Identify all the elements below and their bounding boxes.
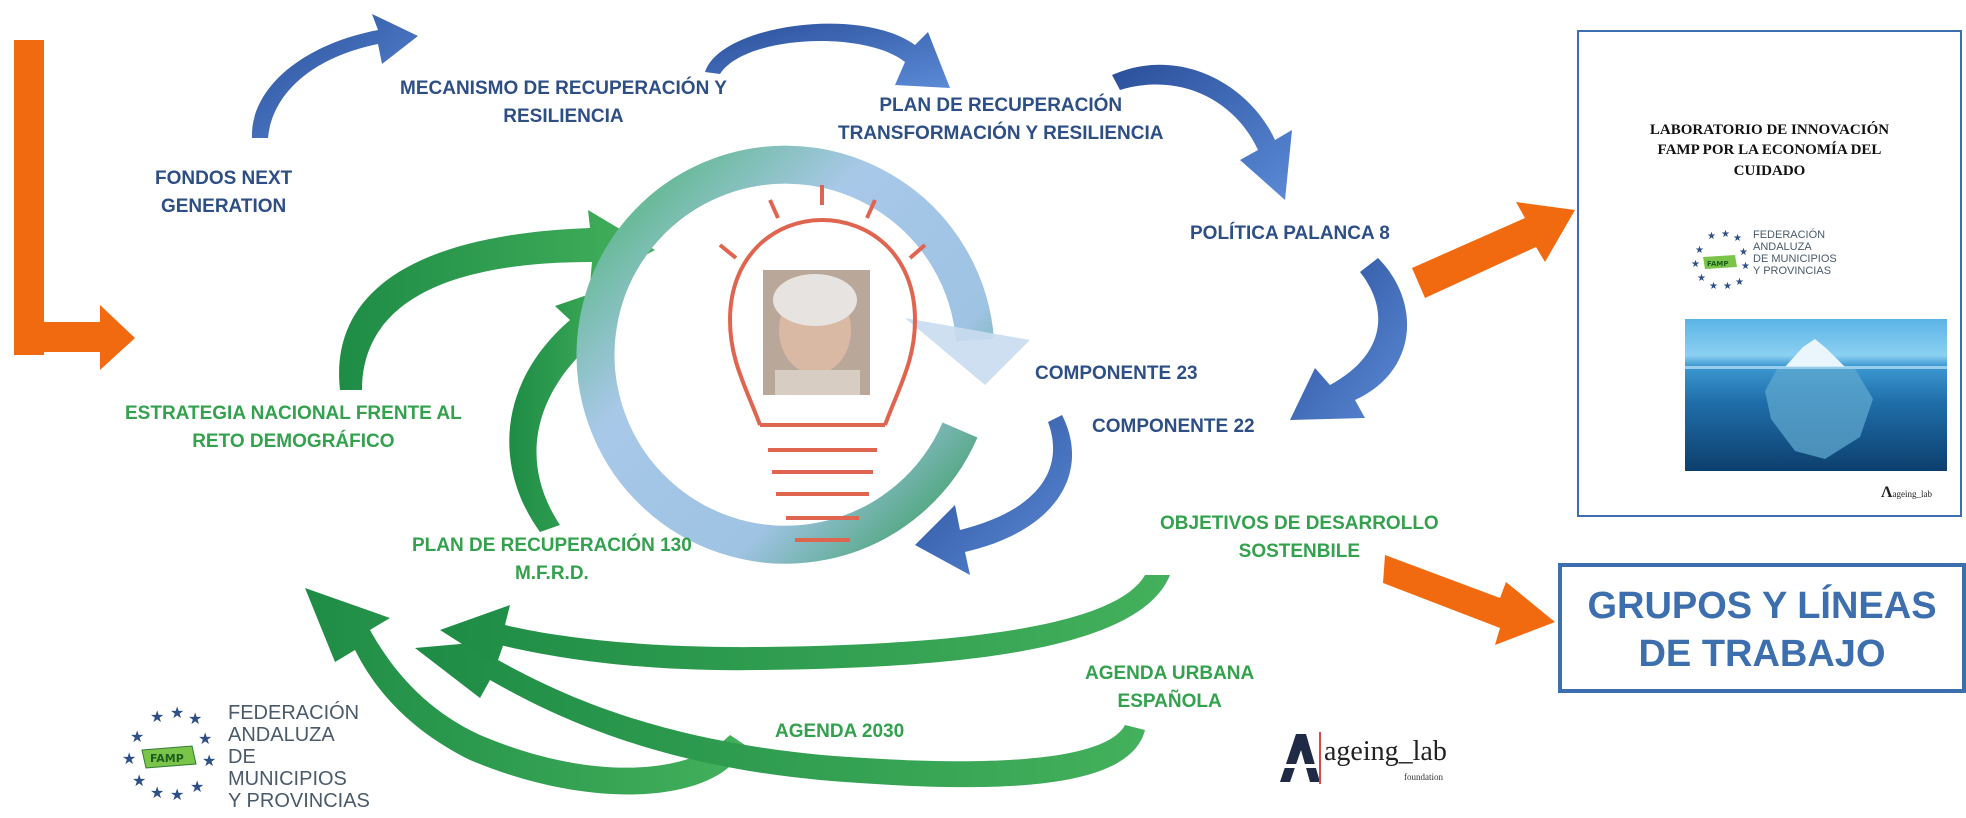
label-plan-130: PLAN DE RECUPERACIÓN 130 M.F.R.D. — [412, 532, 692, 587]
famp-logo-text: FEDERACIÓN ANDALUZA DE MUNICIPIOS Y PROV… — [228, 702, 370, 812]
svg-text:★: ★ — [150, 707, 164, 726]
arrow-fondos-to-mecanismo — [251, 14, 418, 138]
label-line: RETO DEMOGRÁFICO — [192, 430, 395, 452]
label-line: ESPAÑOLA — [1117, 690, 1222, 712]
svg-text:★: ★ — [1709, 281, 1718, 291]
document-title: LABORATORIO DE INNOVACIÓN FAMP POR LA EC… — [1579, 120, 1960, 181]
label-plan-recuperacion: PLAN DE RECUPERACIÓN TRANSFORMACIÓN Y RE… — [838, 92, 1164, 147]
document-famp-stars-icon: ★★★ ★★ ★★ ★★★★ FAMP — [1691, 229, 1749, 291]
svg-text:★: ★ — [190, 777, 204, 796]
svg-text:★: ★ — [170, 785, 184, 802]
label-line: AGENDA 2030 — [775, 721, 905, 742]
label-estrategia-nacional: ESTRATEGIA NACIONAL FRENTE AL RETO DEMOG… — [125, 400, 462, 455]
label-line: AGENDA URBANA — [1085, 663, 1255, 684]
label-componente-22: COMPONENTE 22 — [1092, 413, 1255, 441]
label-line: COMPONENTE 22 — [1092, 416, 1255, 437]
label-line: TRANSFORMACIÓN Y RESILIENCIA — [838, 122, 1164, 144]
document-footer-logo: Λageing_lab — [1881, 484, 1932, 501]
svg-text:★: ★ — [130, 727, 144, 746]
svg-text:★: ★ — [188, 709, 202, 728]
svg-text:★: ★ — [170, 703, 184, 722]
document-famp-text: FEDERACIÓN ANDALUZA DE MUNICIPIOS Y PROV… — [1753, 229, 1837, 277]
famp-line: FEDERACIÓN — [1753, 229, 1826, 241]
ageing-lab-name: ageing_lab — [1324, 736, 1447, 767]
svg-text:★: ★ — [122, 749, 136, 768]
doc-title-line: LABORATORIO DE INNOVACIÓN — [1649, 122, 1890, 138]
famp-line: ANDALUZA — [228, 724, 335, 746]
svg-text:★: ★ — [1733, 233, 1742, 244]
orange-arrow-to-groups — [1383, 555, 1555, 645]
document-famp-logo: ★★★ ★★ ★★ ★★★★ FAMP FEDERACIÓN ANDALUZA … — [1689, 227, 1869, 297]
label-line: PLAN DE RECUPERACIÓN 130 — [412, 535, 692, 556]
svg-text:★: ★ — [202, 751, 215, 770]
ageing-lab-logo: ageing_lab foundation — [1276, 730, 1476, 790]
famp-logo: ★★★ ★★ ★★ ★★★★ FAMP FEDERACIÓN ANDALUZA … — [120, 700, 370, 812]
grupos-lineas-trabajo-box[interactable]: GRUPOS Y LÍNEAS DE TRABAJO — [1558, 563, 1966, 693]
arrow-agenda2030-to-estrategia — [305, 588, 745, 795]
orange-bracket-arrow — [14, 40, 135, 370]
label-mecanismo: MECANISMO DE RECUPERACIÓN Y RESILIENCIA — [400, 75, 727, 130]
doc-title-line: FAMP POR LA ECONOMÍA DEL — [1657, 142, 1882, 159]
groups-line: DE TRABAJO — [1638, 632, 1886, 675]
label-objetivos-desarrollo: OBJETIVOS DE DESARROLLO SOSTENBILE — [1160, 510, 1439, 565]
svg-text:★: ★ — [1735, 277, 1744, 288]
elderly-woman-photo — [763, 270, 870, 395]
label-line: RESILIENCIA — [503, 105, 624, 127]
svg-text:★: ★ — [1741, 261, 1749, 272]
svg-text:★: ★ — [1691, 259, 1700, 270]
famp-line: Y PROVINCIAS — [228, 790, 370, 812]
arrow-componente22-to-center — [915, 415, 1073, 575]
doc-title-line: CUIDADO — [1733, 162, 1806, 179]
label-line: MECANISMO DE RECUPERACIÓN Y — [400, 78, 727, 99]
ageing-lab-a-icon — [1278, 732, 1321, 784]
famp-line: FEDERACIÓN — [228, 702, 360, 724]
doc-footer-logo-text: ageing_lab — [1892, 489, 1932, 499]
label-fondos-next-generation: FONDOS NEXT GENERATION — [155, 165, 292, 220]
lightbulb-icon — [718, 185, 927, 542]
svg-text:★: ★ — [1707, 231, 1716, 242]
arrow-mecanismo-to-plan — [705, 23, 950, 88]
label-line: SOSTENBILE — [1238, 540, 1361, 562]
famp-stars-icon: ★★★ ★★ ★★ ★★★★ FAMP — [122, 703, 215, 802]
svg-text:★: ★ — [1721, 229, 1730, 240]
label-line: FONDOS NEXT — [155, 168, 293, 189]
arrow-plan-to-politica — [1112, 64, 1292, 200]
svg-text:★: ★ — [132, 771, 146, 790]
famp-line: Y PROVINCIAS — [1753, 265, 1832, 278]
groups-line: GRUPOS Y LÍNEAS — [1587, 585, 1937, 627]
label-line: OBJETIVOS DE DESARROLLO — [1160, 513, 1439, 534]
document-cover[interactable]: LABORATORIO DE INNOVACIÓN FAMP POR LA EC… — [1577, 30, 1962, 517]
label-line: COMPONENTE 23 — [1035, 363, 1198, 384]
label-line: GENERATION — [160, 195, 287, 217]
label-line: PLAN DE RECUPERACIÓN — [879, 95, 1123, 116]
label-politica-palanca: POLÍTICA PALANCA 8 — [1190, 220, 1390, 248]
label-line: POLÍTICA PALANCA 8 — [1190, 223, 1390, 244]
iceberg-image — [1685, 319, 1947, 471]
orange-arrow-to-document — [1412, 202, 1575, 298]
arrow-ods — [440, 575, 1170, 671]
label-componente-23: COMPONENTE 23 — [1035, 360, 1198, 388]
famp-line: DE MUNICIPIOS — [228, 746, 347, 790]
svg-text:★: ★ — [1697, 273, 1706, 284]
iceberg-shape — [1685, 339, 1947, 459]
famp-line: DE MUNICIPIOS — [1753, 253, 1837, 266]
label-line: M.F.R.D. — [514, 562, 589, 584]
svg-text:★: ★ — [1695, 245, 1704, 256]
svg-text:★: ★ — [150, 783, 164, 802]
famp-line: ANDALUZA — [1753, 241, 1812, 254]
svg-text:FAMP: FAMP — [1707, 260, 1729, 268]
ageing-lab-sub: foundation — [1404, 772, 1443, 782]
svg-text:★: ★ — [1739, 247, 1748, 258]
arrow-estrategia-to-center — [339, 210, 655, 390]
svg-text:FAMP: FAMP — [150, 752, 184, 765]
svg-text:★: ★ — [198, 729, 212, 748]
label-agenda-urbana: AGENDA URBANA ESPAÑOLA — [1085, 660, 1254, 715]
arrow-politica-to-componente — [1290, 258, 1408, 420]
label-agenda-2030: AGENDA 2030 — [775, 718, 904, 746]
label-line: ESTRATEGIA NACIONAL FRENTE AL — [125, 403, 462, 424]
svg-text:★: ★ — [1723, 281, 1732, 291]
